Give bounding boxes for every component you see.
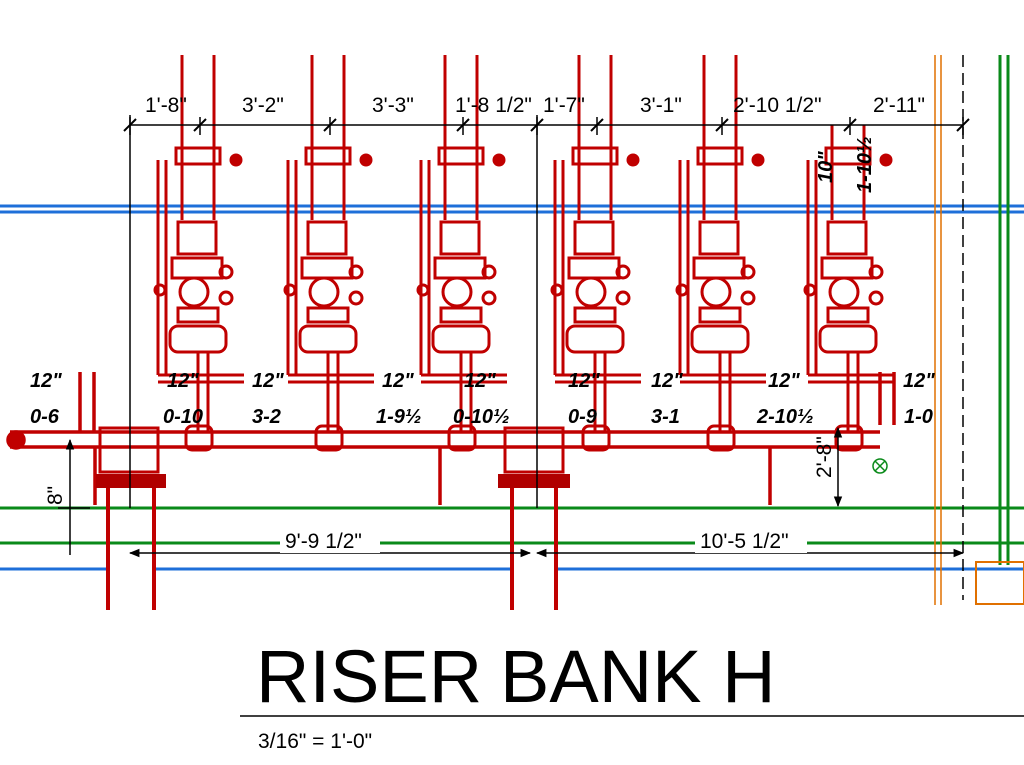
title-riser: RISER xyxy=(256,635,482,718)
pipe-offset-5: 0-10½ xyxy=(453,406,510,428)
top-dim-6: 3'-1" xyxy=(640,94,682,117)
pipe-offset-6: 0-9 xyxy=(568,406,598,428)
riser-5 xyxy=(675,55,766,452)
top-dim-3: 3'-3" xyxy=(372,94,414,117)
top-dim-1: 1'-8" xyxy=(145,94,187,117)
riser-6 xyxy=(803,125,894,452)
riser-height-note: 10" xyxy=(815,151,837,183)
blue-water-lines xyxy=(0,204,1024,571)
pipe-size-8: 12" xyxy=(768,370,800,392)
pipe-offset-1: 0-6 xyxy=(30,406,60,428)
pipe-offset-8: 2-10½ xyxy=(756,406,814,428)
right-vertical-dim-text: 2'-8" xyxy=(813,436,836,478)
pump-center xyxy=(498,426,570,610)
pipe-size-7: 12" xyxy=(651,370,683,392)
pump-left xyxy=(96,426,166,610)
pipe-offset-9: 1-0 xyxy=(904,406,933,428)
title-bank: BANK H xyxy=(500,635,776,718)
pipe-offset-4: 1-9½ xyxy=(376,406,422,428)
target-symbol-icon xyxy=(872,458,888,474)
top-dim-4: 1'-8 1/2" xyxy=(455,94,532,117)
top-dim-2: 3'-2" xyxy=(242,94,284,117)
top-dim-8: 2'-11" xyxy=(873,94,925,117)
riser-group xyxy=(153,55,894,452)
bottom-dim-1: 9'-9 1/2" xyxy=(285,530,362,553)
pipe-size-3: 12" xyxy=(252,370,284,392)
pipe-size-9: 12" xyxy=(903,370,935,392)
top-dimension-ticks xyxy=(123,117,970,135)
left-vertical-dim-text: 8" xyxy=(44,486,67,505)
orange-wall-lines xyxy=(934,55,1024,605)
pipe-size-1: 12" xyxy=(30,370,62,392)
riser-4 xyxy=(550,55,641,452)
pipe-size-5: 12" xyxy=(464,370,496,392)
bottom-dim-2: 10'-5 1/2" xyxy=(700,530,789,553)
riser-1 xyxy=(153,55,244,452)
pipe-size-2: 12" xyxy=(167,370,199,392)
pipe-offset-7: 3-1 xyxy=(651,406,680,428)
pipe-size-4: 12" xyxy=(382,370,414,392)
top-dim-5: 1'-7" xyxy=(543,94,585,117)
riser-2 xyxy=(283,55,374,452)
riser-offset-note: 1-10½ xyxy=(854,136,876,193)
pipe-size-6: 12" xyxy=(568,370,600,392)
scale-label: 3/16" = 1'-0" xyxy=(258,730,372,753)
pipe-offset-3: 3-2 xyxy=(252,406,281,428)
top-dim-7: 2'-10 1/2" xyxy=(733,94,822,117)
pipe-offset-2: 0-10 xyxy=(163,406,203,428)
top-dimension-line xyxy=(129,115,963,508)
left-vertical-dimension xyxy=(58,438,90,555)
riser-3 xyxy=(416,55,507,452)
